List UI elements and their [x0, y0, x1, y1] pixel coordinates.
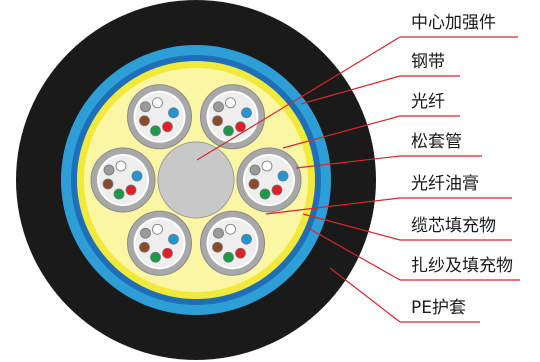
optical-fiber [140, 101, 151, 113]
leader-line [295, 155, 401, 169]
label-binder-yarn-filler: 扎纱及填充物 [411, 256, 513, 276]
callout-central-strength-member: 中心加强件 [196, 13, 518, 161]
leader-line [265, 197, 401, 215]
optical-fiber [162, 121, 173, 133]
label-cable-filler: 缆芯填充物 [411, 216, 496, 236]
optical-fiber [212, 115, 223, 127]
leader-line [282, 115, 401, 149]
callout-pe-sheath: PE护套 [329, 267, 480, 323]
loose-tube [127, 210, 192, 276]
optical-fiber [139, 241, 150, 253]
label-central-strength-member: 中心加强件 [411, 13, 496, 33]
leader-line [302, 213, 401, 241]
callout-binder-yarn-filler: 扎纱及填充物 [307, 227, 520, 281]
callouts: 中心加强件 钢带 光纤 松套管 光纤油膏 缆芯填充物 [196, 13, 520, 323]
loose-tube [90, 147, 156, 213]
optical-fiber [213, 101, 224, 113]
optical-fiber [102, 178, 114, 190]
optical-fiber [115, 160, 127, 172]
optical-fiber [277, 170, 289, 182]
optical-fiber [223, 125, 234, 137]
callout-steel-tape: 钢带 [300, 52, 460, 105]
label-optical-fiber: 光纤 [411, 92, 445, 112]
callout-loose-tube: 松套管 [295, 132, 482, 169]
optical-fiber [162, 247, 173, 259]
optical-fiber [271, 184, 283, 196]
optical-fiber [139, 115, 150, 127]
optical-fiber [150, 251, 161, 263]
loose-tube [236, 147, 302, 213]
optical-fiber [152, 97, 163, 109]
callout-optical-fiber: 光纤 [282, 92, 460, 149]
optical-fiber [223, 251, 234, 263]
loose-tube [127, 84, 192, 150]
optical-fiber [235, 121, 246, 133]
loose-tube [200, 84, 265, 150]
central-strength-member [157, 141, 235, 219]
label-fiber-jelly: 光纤油膏 [411, 173, 479, 194]
optical-fiber [113, 188, 125, 200]
label-steel-tape: 钢带 [411, 52, 445, 72]
optical-fiber [241, 233, 252, 245]
leader-line [307, 227, 401, 281]
cable-cross-section [16, 0, 376, 360]
callout-fiber-jelly: 光纤油膏 [265, 173, 512, 215]
optical-fiber [259, 188, 271, 200]
optical-fiber [213, 227, 224, 239]
label-pe-sheath: PE护套 [411, 298, 466, 318]
optical-fiber [225, 97, 236, 109]
optical-fiber [248, 178, 260, 190]
optical-fiber [131, 170, 143, 182]
leader-line [329, 267, 401, 323]
loose-tube [200, 210, 265, 276]
label-loose-tube: 松套管 [411, 132, 462, 152]
callout-cable-filler: 缆芯填充物 [302, 213, 512, 241]
optical-fiber [225, 223, 236, 235]
optical-fiber [168, 107, 179, 119]
loose-tubes [90, 84, 302, 276]
optical-fiber [261, 160, 273, 172]
optical-fiber [241, 107, 252, 119]
optical-fiber [235, 247, 246, 259]
optical-fiber [212, 241, 223, 253]
optical-fiber [125, 184, 137, 196]
optical-fiber [150, 125, 161, 137]
leader-line [300, 75, 401, 105]
optical-fiber [152, 223, 163, 235]
leader-line [196, 36, 401, 161]
optical-fiber [168, 233, 179, 245]
optical-fiber [249, 164, 261, 176]
optical-fiber [103, 164, 115, 176]
optical-fiber [140, 227, 151, 239]
